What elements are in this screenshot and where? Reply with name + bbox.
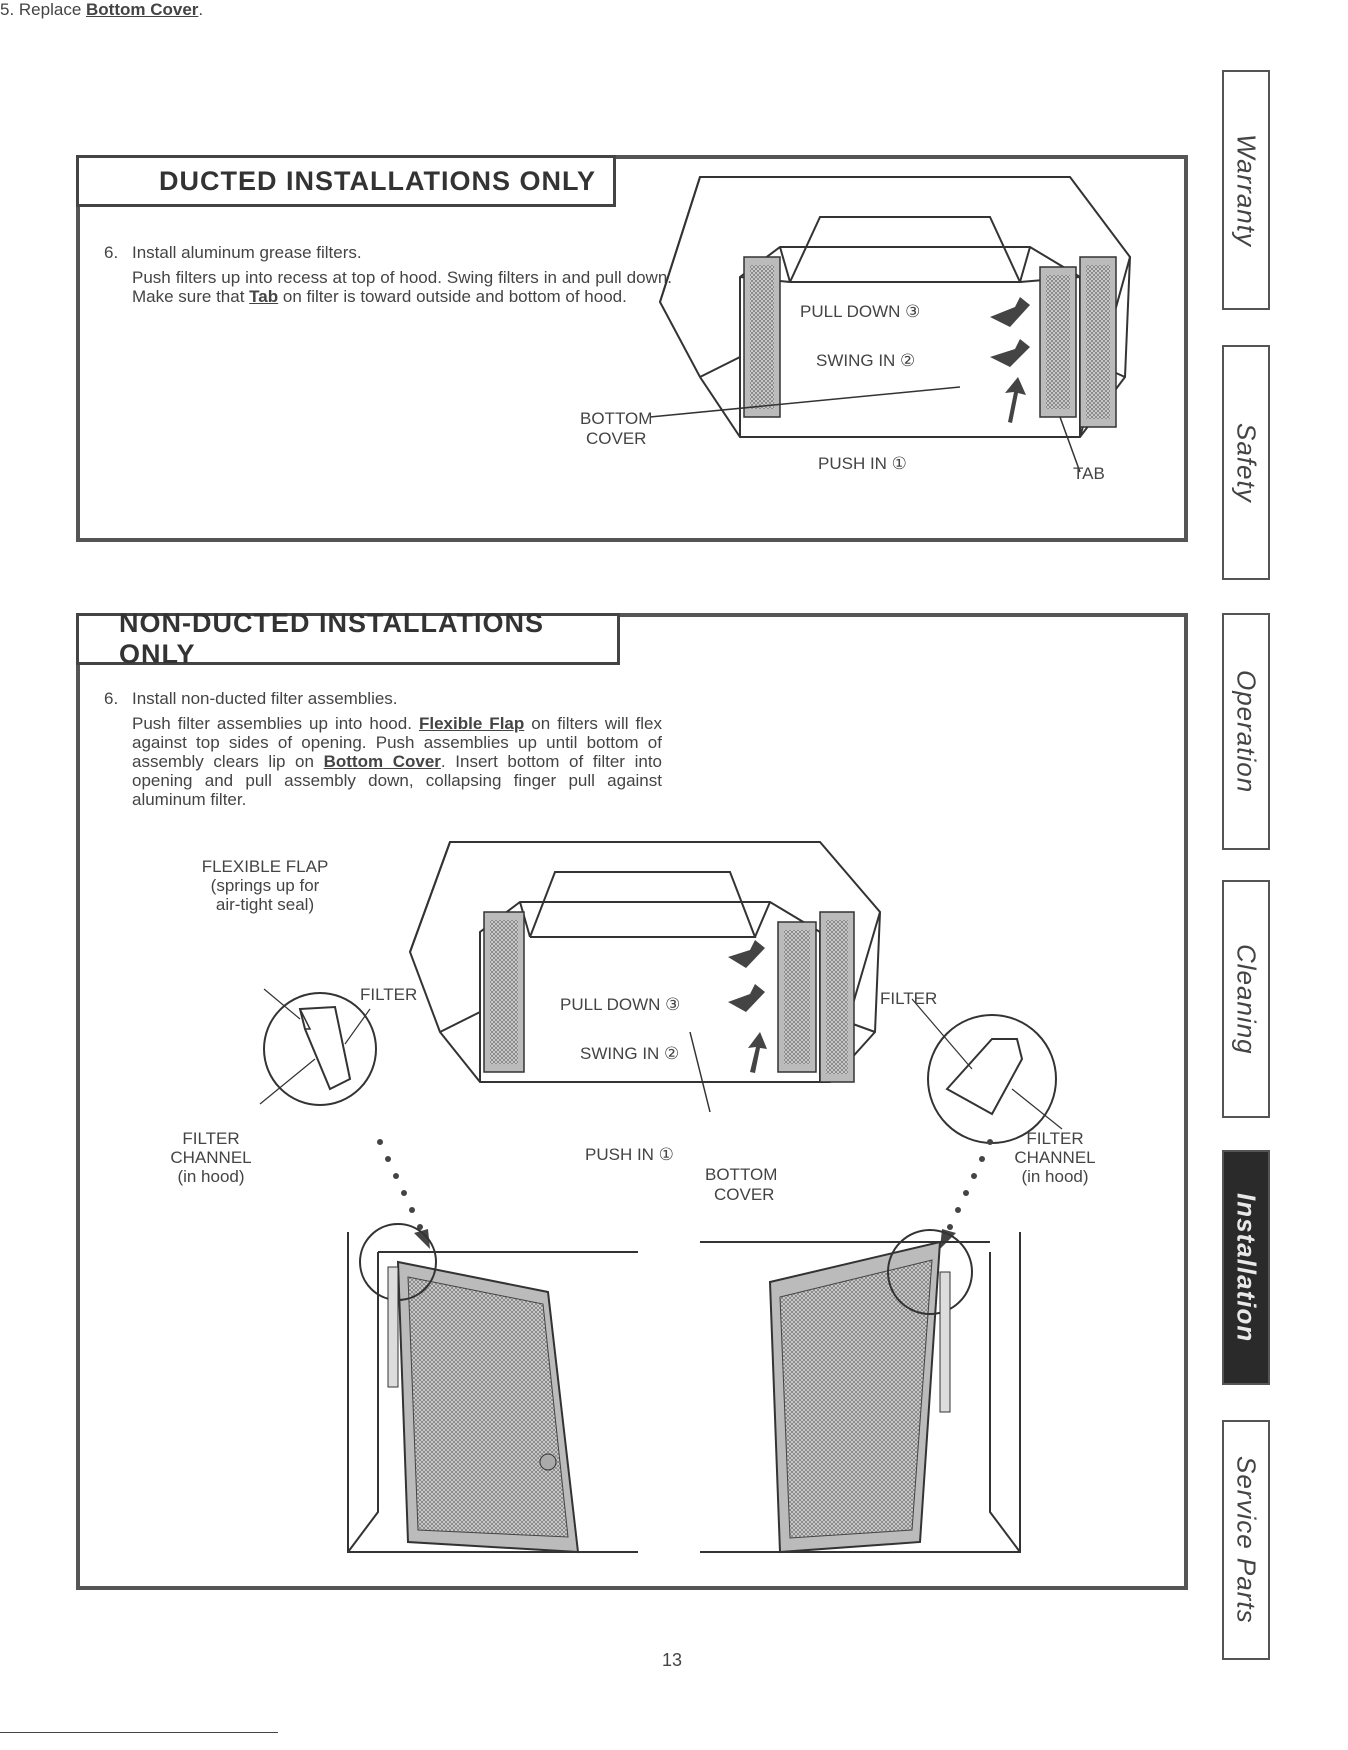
ducted-body-1: Push filters up into recess at top of ho… (132, 268, 672, 306)
tab-term: Tab (249, 287, 279, 306)
ducted-arrows (990, 297, 1030, 423)
ducted-swing-in-label: SWING IN ② (816, 351, 916, 370)
ducted-pull-down-label: PULL DOWN ③ (800, 302, 921, 321)
right-guide-dots (940, 1139, 993, 1249)
flexible-flap-callout: FLEXIBLE FLAP (springs up for air-tight … (180, 857, 350, 914)
right-flap-detail (911, 998, 1063, 1144)
ducted-tab-label: TAB (1073, 464, 1105, 483)
nonducted-pull-down-label: PULL DOWN ③ (560, 995, 681, 1014)
nonducted-hood-diagram (408, 841, 882, 1113)
step5-text: 5. Replace (0, 0, 86, 19)
flex-label-3: air-tight seal) (215, 895, 315, 914)
ducted-title: DUCTED INSTALLATIONS ONLY (76, 155, 616, 207)
ducted-hood-diagram (649, 176, 1132, 473)
nonducted-cover-label: COVER (714, 1185, 775, 1204)
ducted-bottom-label: BOTTOM (580, 409, 653, 428)
tab-cleaning-label: Cleaning (1231, 943, 1262, 1055)
nonducted-body-3: . Insert bottom of filter into opening a… (132, 752, 662, 809)
ducted-body-2: on filter is toward outside and bottom o… (278, 287, 627, 306)
tab-installation[interactable]: Installation (1222, 1150, 1270, 1385)
nonducted-push-in-label: PUSH IN ① (585, 1145, 674, 1164)
ducted-step-number: 6. (104, 243, 119, 262)
nonducted-step-line: Install non-ducted filter assemblies. (132, 689, 398, 708)
tab-warranty-label: Warranty (1231, 133, 1262, 247)
ducted-step6: 6. Install aluminum grease filters. Push… (104, 243, 672, 306)
nonducted-section: NON-DUCTED INSTALLATIONS ONLY 6. Install… (76, 608, 1188, 1590)
right-channel-label-3: (in hood) (1021, 1167, 1089, 1186)
tab-safety-label: Safety (1231, 422, 1262, 503)
ducted-push-in-label: PUSH IN ① (818, 454, 907, 473)
tab-warranty[interactable]: Warranty (1222, 70, 1270, 310)
right-filter-label: FILTER (880, 989, 938, 1008)
tab-operation[interactable]: Operation (1222, 613, 1270, 850)
left-filter-label: FILTER (360, 985, 418, 1004)
nonducted-arrows (728, 940, 767, 1073)
nonducted-swing-in-label: SWING IN ② (580, 1044, 680, 1063)
nonducted-title: NON-DUCTED INSTALLATIONS ONLY (76, 608, 620, 669)
nonducted-body-1: Push filter assemblies up into hood. (132, 714, 419, 733)
tab-operation-label: Operation (1231, 669, 1262, 794)
left-channel-label-3: (in hood) (177, 1167, 245, 1186)
right-channel-label-1: FILTER (1026, 1129, 1084, 1148)
ducted-body: Push filters up into recess at top of ho… (132, 268, 672, 306)
right-filter-closeup (700, 1229, 1021, 1554)
page-number: 13 (662, 1650, 683, 1670)
nonducted-step-number: 6. (104, 689, 119, 708)
left-guide-dots (377, 1139, 430, 1249)
ducted-step-line: Install aluminum grease filters. (132, 243, 362, 262)
bottom-cover-term-2: Bottom Cover (323, 752, 441, 771)
tab-safety[interactable]: Safety (1222, 345, 1270, 580)
nonducted-body: Push filter assemblies up into hood. Fle… (132, 714, 662, 809)
ducted-cover-label: COVER (586, 429, 647, 448)
flex-label-1: FLEXIBLE FLAP (201, 857, 329, 876)
left-channel-callout: FILTER CHANNEL (in hood) (156, 1129, 266, 1186)
step-5: 5. Replace Bottom Cover. (0, 0, 1348, 20)
step5-suffix: . (198, 0, 204, 19)
nonducted-step6: 6. Install non-ducted filter assemblies.… (104, 689, 662, 809)
tab-service-parts[interactable]: Service Parts (1222, 1420, 1270, 1660)
ducted-section: DUCTED INSTALLATIONS ONLY 6. Install alu… (76, 155, 1188, 542)
right-channel-label-2: CHANNEL (1014, 1148, 1096, 1167)
tab-installation-label: Installation (1231, 1192, 1262, 1343)
left-channel-label-1: FILTER (182, 1129, 240, 1148)
left-filter-closeup (347, 1223, 638, 1554)
nonducted-body-2: on filters will flex against top sides o… (132, 714, 662, 771)
bottom-cover-term: Bottom Cover (86, 0, 199, 19)
flex-label-2: (springs up for (210, 876, 320, 895)
left-channel-label-2: CHANNEL (170, 1148, 252, 1167)
left-flap-detail (259, 988, 377, 1106)
flexible-flap-term: Flexible Flap (418, 714, 525, 733)
footer-rule (0, 1732, 278, 1733)
tab-service-parts-label: Service Parts (1231, 1456, 1262, 1624)
nonducted-bottom-label: BOTTOM (705, 1165, 778, 1184)
right-channel-callout: FILTER CHANNEL (in hood) (1000, 1129, 1110, 1186)
tab-cleaning[interactable]: Cleaning (1222, 880, 1270, 1118)
